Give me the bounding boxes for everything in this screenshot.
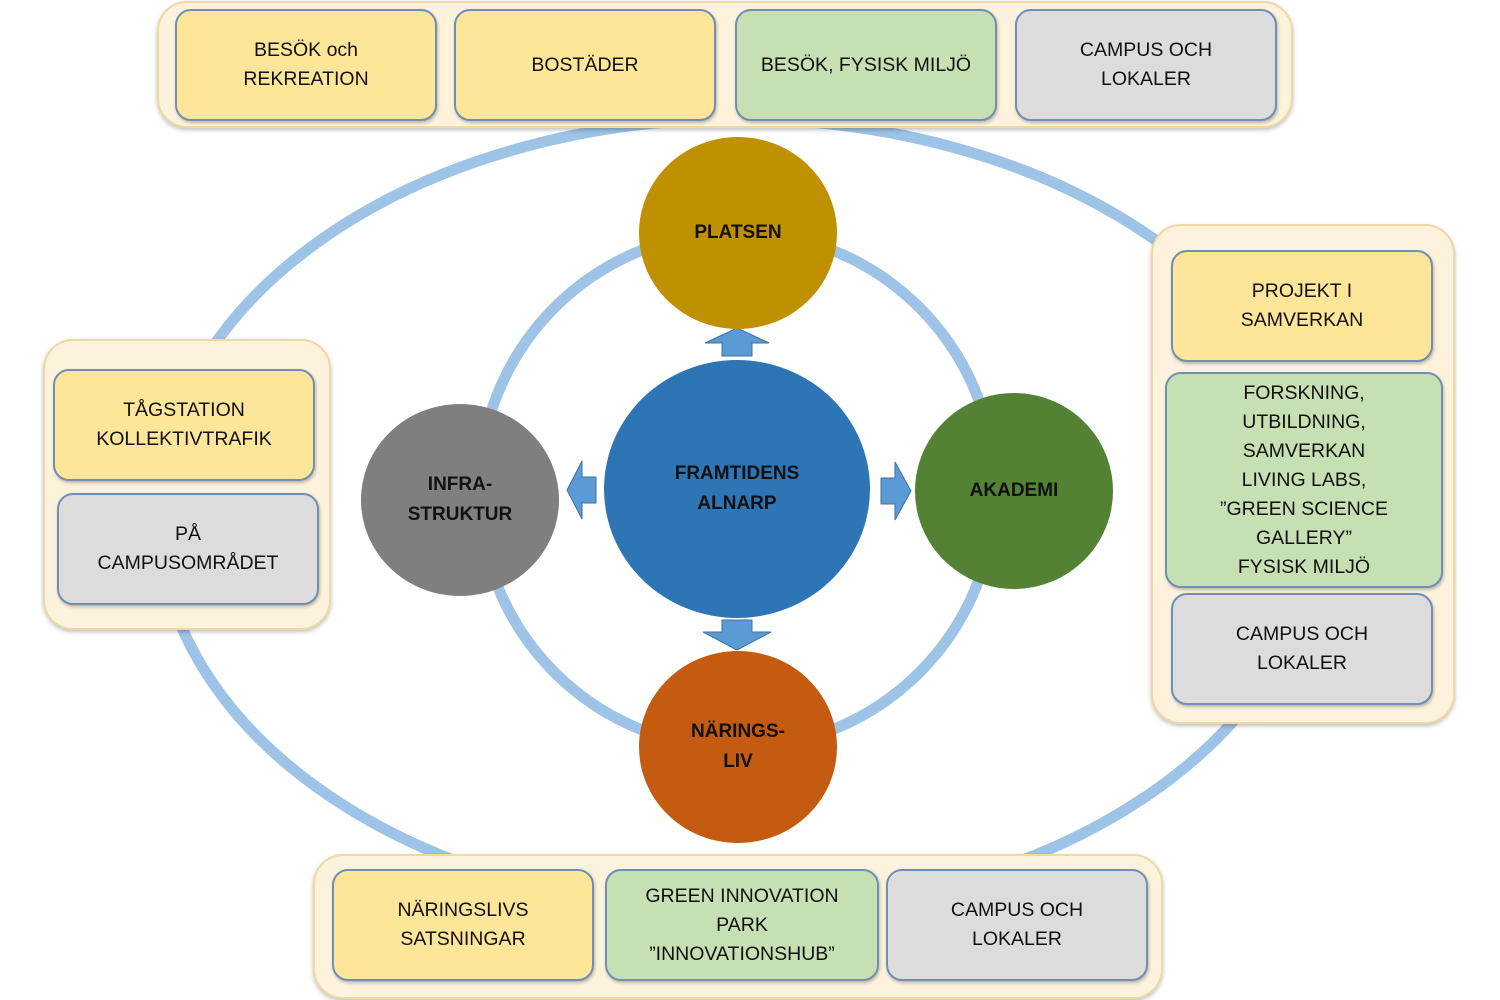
- left-group: TÅGSTATION KOLLEKTIVTRAFIK PÅ CAMPUSOMRÅ…: [43, 339, 331, 630]
- left-box-pa-campusomradet: PÅ CAMPUSOMRÅDET: [57, 493, 319, 605]
- top-group: BESÖK och REKREATION BOSTÄDER BESÖK, FYS…: [157, 1, 1293, 128]
- right-box-projekt-samverkan: PROJEKT I SAMVERKAN: [1171, 250, 1433, 362]
- node-platsen: PLATSEN: [639, 137, 837, 329]
- arrow-left-icon: [566, 460, 597, 520]
- node-infrastruktur: INFRA- STRUKTUR: [361, 404, 559, 596]
- bottom-box-green-innovation-park: GREEN INNOVATION PARK ”INNOVATIONSHUB”: [605, 869, 879, 981]
- top-box-campus-lokaler: CAMPUS OCH LOKALER: [1015, 9, 1277, 121]
- bottom-box-campus-lokaler: CAMPUS OCH LOKALER: [886, 869, 1148, 981]
- top-box-bostader: BOSTÄDER: [454, 9, 716, 121]
- top-box-besok-fysisk-miljo: BESÖK, FYSISK MILJÖ: [735, 9, 997, 121]
- arrow-down-icon: [702, 619, 772, 651]
- node-framtidens-alnarp: FRAMTIDENS ALNARP: [604, 360, 870, 618]
- right-box-campus-lokaler: CAMPUS OCH LOKALER: [1171, 593, 1433, 705]
- right-group: PROJEKT I SAMVERKAN FORSKNING, UTBILDNIN…: [1151, 224, 1455, 724]
- node-akademi: AKADEMI: [915, 393, 1113, 589]
- left-box-tagstation: TÅGSTATION KOLLEKTIVTRAFIK: [53, 369, 315, 481]
- top-box-besok-rekreation: BESÖK och REKREATION: [175, 9, 437, 121]
- right-box-forskning-utbildning: FORSKNING, UTBILDNING, SAMVERKAN LIVING …: [1165, 372, 1443, 588]
- arrow-up-icon: [704, 327, 770, 357]
- arrow-right-icon: [880, 461, 912, 521]
- node-naringsliv: NÄRINGS- LIV: [639, 651, 837, 843]
- bottom-box-naringslivs-satsningar: NÄRINGSLIVS SATSNINGAR: [332, 869, 594, 981]
- bottom-group: NÄRINGSLIVS SATSNINGAR GREEN INNOVATION …: [313, 854, 1163, 999]
